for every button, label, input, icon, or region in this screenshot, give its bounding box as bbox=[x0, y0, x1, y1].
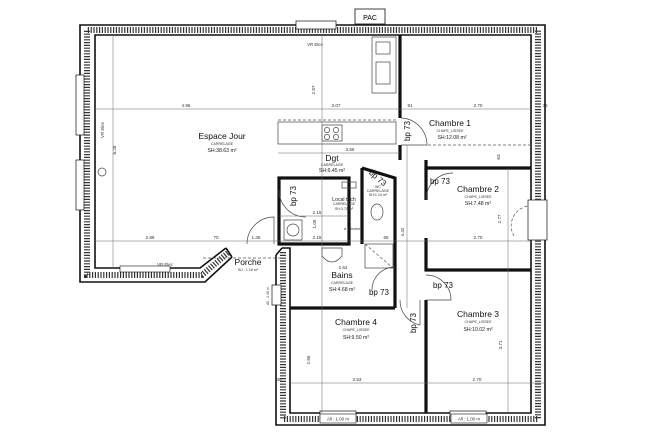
svg-text:Chambre 4: Chambre 4 bbox=[335, 317, 377, 327]
svg-text:SH:7.48 m²: SH:7.48 m² bbox=[465, 201, 492, 207]
vl-primaire-label: vl primaire bbox=[344, 227, 361, 231]
dimension-lines bbox=[95, 35, 545, 413]
svg-text:Chambre 2: Chambre 2 bbox=[457, 184, 499, 194]
fixtures bbox=[97, 167, 394, 269]
kitchen bbox=[277, 36, 397, 145]
svg-text:SH:6.45 m²: SH:6.45 m² bbox=[319, 168, 346, 174]
svg-text:3.56: 3.56 bbox=[346, 147, 355, 152]
svg-text:SH:10.02 m²: SH:10.02 m² bbox=[463, 327, 492, 333]
svg-text:1.05: 1.05 bbox=[312, 219, 317, 228]
svg-text:WC: WC bbox=[375, 185, 381, 189]
svg-text:4.42: 4.42 bbox=[400, 227, 405, 236]
room-chambre-4: Chambre 4 CHAPE_LISSEE SH:9.50 m² bbox=[335, 317, 377, 341]
svg-text:Porche: Porche bbox=[235, 257, 262, 267]
svg-text:Chambre 1: Chambre 1 bbox=[429, 118, 471, 128]
door-label: bp 73 bbox=[369, 288, 390, 297]
vr-elec-top-label: VR Elec bbox=[307, 42, 324, 47]
interior-walls bbox=[277, 35, 531, 413]
door-label: bp 73 bbox=[409, 312, 418, 333]
svg-text:36: 36 bbox=[276, 377, 282, 382]
svg-text:2.62: 2.62 bbox=[339, 265, 348, 270]
svg-text:2.89: 2.89 bbox=[146, 235, 155, 240]
svg-text:1.36: 1.36 bbox=[252, 235, 261, 240]
svg-text:66: 66 bbox=[383, 235, 389, 240]
svg-text:CHAPE_LISSEE: CHAPE_LISSEE bbox=[437, 129, 465, 133]
doors bbox=[246, 117, 529, 326]
room-espace-jour: Espace Jour CARRELAGE SH:38.63 m² bbox=[198, 131, 245, 154]
window-tag bbox=[319, 413, 357, 424]
svg-text:2.77: 2.77 bbox=[497, 214, 502, 223]
svg-text:63: 63 bbox=[496, 154, 501, 160]
pac-label: PAC bbox=[363, 15, 377, 22]
svg-text:CHAPE_LISSEE: CHAPE_LISSEE bbox=[343, 328, 371, 332]
svg-text:CARRELAGE: CARRELAGE bbox=[211, 142, 234, 146]
svg-text:SH:9.50 m²: SH:9.50 m² bbox=[343, 335, 370, 341]
svg-text:36: 36 bbox=[542, 103, 548, 108]
door-label: bp 73 bbox=[289, 185, 298, 206]
door-label: bp 73 bbox=[403, 120, 412, 141]
svg-text:3.71: 3.71 bbox=[498, 340, 503, 349]
side-window-label: All : 1.45 m bbox=[266, 287, 270, 305]
svg-text:SH:38.63 m²: SH:38.63 m² bbox=[207, 148, 236, 154]
svg-text:3.53: 3.53 bbox=[353, 377, 362, 382]
svg-text:70: 70 bbox=[213, 235, 219, 240]
svg-text:CARRELAGE: CARRELAGE bbox=[321, 163, 344, 167]
svg-text:SH:4.68 m²: SH:4.68 m² bbox=[329, 287, 356, 293]
room-dgt: Dgt CARRELAGE SH:6.45 m² bbox=[319, 153, 346, 174]
window-tag bbox=[450, 413, 488, 424]
svg-text:2.87: 2.87 bbox=[311, 85, 316, 94]
room-porche: Porche SU : 1.16 m² bbox=[235, 257, 262, 272]
svg-text:91: 91 bbox=[407, 103, 413, 108]
svg-text:CHAPE_LISSEE: CHAPE_LISSEE bbox=[465, 195, 493, 199]
svg-text:3.07: 3.07 bbox=[332, 103, 341, 108]
room-bains: Bains CARRELAGE SH:4.68 m² bbox=[329, 270, 356, 293]
svg-text:2.65: 2.65 bbox=[306, 355, 311, 364]
room-wc: WC CARRELAGE SH:1.10 m² bbox=[367, 185, 390, 197]
svg-text:CARRELAGE: CARRELAGE bbox=[333, 202, 356, 206]
window-label: All : 1.00 m bbox=[327, 417, 349, 422]
room-chambre-2: Chambre 2 CHAPE_LISSEE SH:7.48 m² bbox=[457, 184, 499, 207]
door-label: bp 73 bbox=[430, 177, 451, 186]
vr-elec-bottom-label: VR Elec bbox=[157, 262, 174, 267]
svg-text:Espace Jour: Espace Jour bbox=[198, 131, 245, 141]
svg-text:4.96: 4.96 bbox=[182, 103, 191, 108]
svg-text:CHAPE_LISSEE: CHAPE_LISSEE bbox=[465, 320, 493, 324]
svg-text:CARRELAGE: CARRELAGE bbox=[367, 189, 390, 193]
svg-text:CARRELAGE: CARRELAGE bbox=[331, 281, 354, 285]
svg-text:2.16: 2.16 bbox=[313, 235, 322, 240]
pac-unit bbox=[354, 8, 386, 25]
dimension-labels: 4.96 3.07 91 2.70 36 2.87 6.28 3.56 2.89… bbox=[112, 85, 548, 382]
svg-text:2.70: 2.70 bbox=[474, 103, 483, 108]
room-local-tech: Local tech CARRELAGE SH:3.70 m² bbox=[332, 197, 356, 211]
svg-text:2.16: 2.16 bbox=[313, 210, 322, 215]
svg-text:Dgt: Dgt bbox=[325, 153, 339, 163]
svg-text:SH:3.70 m²: SH:3.70 m² bbox=[335, 207, 354, 211]
vr-elec-left-label: VR Elec bbox=[100, 121, 105, 138]
svg-text:2.70: 2.70 bbox=[474, 235, 483, 240]
svg-text:6.28: 6.28 bbox=[112, 145, 117, 154]
window-label: All : 1.00 m bbox=[458, 417, 480, 422]
svg-text:SH:1.10 m²: SH:1.10 m² bbox=[369, 193, 388, 197]
room-chambre-3: Chambre 3 CHAPE_LISSEE SH:10.02 m² bbox=[457, 309, 499, 333]
svg-text:2.70: 2.70 bbox=[473, 377, 482, 382]
svg-text:Chambre 3: Chambre 3 bbox=[457, 309, 499, 319]
svg-text:Bains: Bains bbox=[331, 270, 352, 280]
room-chambre-1: Chambre 1 CHAPE_LISSEE SH:12.08 m² bbox=[429, 118, 471, 141]
svg-text:SH:12.08 m²: SH:12.08 m² bbox=[437, 135, 466, 141]
door-label: bp 73 bbox=[433, 281, 454, 290]
svg-text:Local tech: Local tech bbox=[332, 197, 356, 203]
svg-text:SU : 1.16 m²: SU : 1.16 m² bbox=[238, 268, 259, 272]
